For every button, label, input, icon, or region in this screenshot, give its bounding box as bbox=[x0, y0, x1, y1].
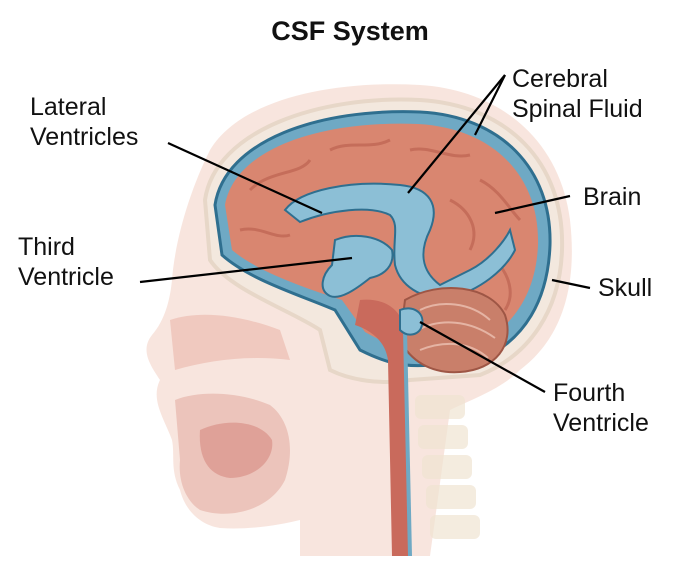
tongue bbox=[199, 422, 273, 478]
line-third-ventricle bbox=[139, 256, 353, 284]
label-skull: Skull bbox=[598, 274, 653, 302]
cerebellum bbox=[398, 287, 509, 374]
lateral-ventricle bbox=[283, 182, 517, 300]
diagram-title: CSF System bbox=[271, 16, 429, 46]
line-brain bbox=[494, 194, 571, 215]
cerebellum-folia bbox=[417, 303, 496, 359]
label-csf: Cerebral Spinal Fluid bbox=[512, 64, 643, 124]
label-fourth-ventricle-line2: Ventricle bbox=[553, 409, 649, 437]
line-csf-2 bbox=[474, 74, 506, 136]
vertebrae bbox=[415, 395, 480, 539]
spinal-csf bbox=[403, 329, 412, 557]
label-third-ventricle: Third Ventricle bbox=[18, 232, 114, 292]
label-csf-line2: Spinal Fluid bbox=[512, 95, 643, 123]
line-csf-1 bbox=[407, 74, 506, 194]
label-fourth-ventricle-line1: Fourth bbox=[553, 379, 626, 407]
label-lateral-ventricles: Lateral Ventricles bbox=[30, 92, 138, 152]
label-third-ventricle-line2: Ventricle bbox=[18, 263, 114, 291]
label-lateral-ventricles-line2: Ventricles bbox=[30, 123, 139, 151]
spinal-cord bbox=[355, 299, 410, 556]
third-ventricle bbox=[321, 234, 394, 298]
label-csf-line1: Cerebral bbox=[512, 65, 608, 93]
label-lateral-ventricles-line1: Lateral bbox=[30, 93, 107, 121]
label-fourth-ventricle: Fourth Ventricle bbox=[553, 378, 649, 438]
label-brain: Brain bbox=[583, 183, 642, 211]
fourth-ventricle bbox=[399, 307, 424, 336]
label-third-ventricle-line1: Third bbox=[18, 233, 75, 261]
nasal-area bbox=[170, 314, 290, 370]
line-skull bbox=[551, 278, 591, 290]
line-lateral-ventricles bbox=[167, 141, 323, 215]
label-lines bbox=[139, 74, 591, 393]
line-fourth-ventricle bbox=[419, 321, 546, 393]
